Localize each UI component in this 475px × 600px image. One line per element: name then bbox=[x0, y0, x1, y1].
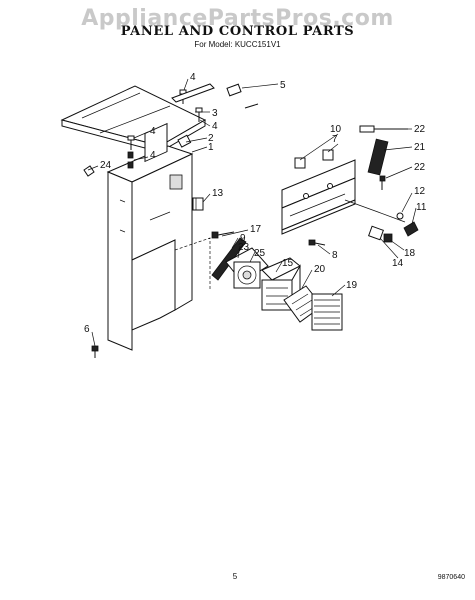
callout-4-right: 4 bbox=[212, 121, 218, 132]
page-number: 5 bbox=[232, 572, 238, 581]
grille-box-15 bbox=[261, 257, 301, 312]
callout-1: 1 bbox=[208, 142, 214, 153]
switch-assembly bbox=[344, 199, 419, 243]
control-rod-21 bbox=[359, 125, 408, 176]
top-panel-plate bbox=[60, 85, 207, 153]
document-code: 9870640 bbox=[437, 574, 465, 581]
callout-10: 10 bbox=[330, 124, 342, 135]
callout-18: 18 bbox=[404, 248, 416, 259]
callout-11: 11 bbox=[416, 202, 427, 213]
callout-3: 3 bbox=[212, 108, 218, 119]
callout-24: 24 bbox=[100, 160, 112, 171]
screw-6 bbox=[91, 345, 99, 358]
screw-22b bbox=[379, 175, 386, 190]
screw-8 bbox=[308, 239, 326, 246]
callout-12: 12 bbox=[414, 186, 426, 197]
clip-13 bbox=[192, 197, 204, 211]
callout-15: 15 bbox=[282, 258, 294, 269]
callout-19: 19 bbox=[346, 280, 358, 291]
screw-5 bbox=[226, 83, 259, 109]
callout-8: 8 bbox=[332, 250, 338, 261]
callout-20: 20 bbox=[314, 264, 326, 275]
main-frame bbox=[106, 122, 211, 351]
watermark: AppliancePartsPros.com bbox=[81, 6, 394, 31]
clip-24 bbox=[83, 165, 95, 177]
callout-4-top: 4 bbox=[190, 72, 196, 83]
callout-22-top: 22 bbox=[414, 124, 426, 135]
callout-labels: 4 5 3 4 2 1 4 4 24 13 17 9 23 25 15 20 1… bbox=[84, 72, 427, 335]
callout-14: 14 bbox=[392, 258, 404, 269]
callout-4-low: 4 bbox=[150, 150, 156, 161]
callout-23: 23 bbox=[238, 242, 250, 253]
louver-grille-19 bbox=[311, 293, 343, 331]
callout-13: 13 bbox=[212, 188, 224, 199]
model-subtitle: For Model: KUCC151V1 bbox=[194, 40, 281, 49]
clip-17 bbox=[211, 231, 235, 239]
callout-4-mid: 4 bbox=[150, 126, 156, 137]
callout-17: 17 bbox=[250, 224, 262, 235]
callout-21: 21 bbox=[414, 142, 426, 153]
control-bracket bbox=[281, 149, 356, 235]
callout-9: 9 bbox=[240, 233, 246, 244]
callout-22-low: 22 bbox=[414, 162, 426, 173]
page-title: PANEL AND CONTROL PARTS bbox=[120, 24, 355, 39]
callout-2: 2 bbox=[208, 133, 214, 144]
callout-6: 6 bbox=[84, 324, 90, 335]
leader-lines bbox=[87, 78, 417, 347]
strip-9 bbox=[211, 237, 247, 281]
bracket-3 bbox=[171, 83, 215, 103]
callout-5: 5 bbox=[280, 80, 286, 91]
callout-25: 25 bbox=[254, 248, 266, 259]
fan-housing-23 bbox=[225, 247, 269, 289]
callout-7: 7 bbox=[332, 134, 338, 145]
